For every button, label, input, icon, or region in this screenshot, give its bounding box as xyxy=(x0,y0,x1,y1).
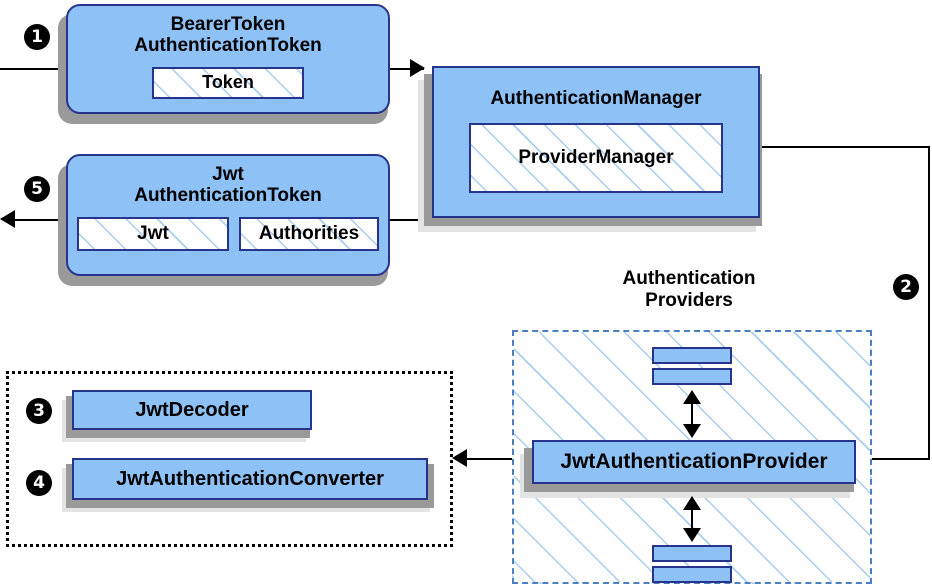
authentication-providers-title-line2: Providers xyxy=(645,289,733,311)
node-jwt-authentication-converter: JwtAuthenticationConverter xyxy=(72,458,428,500)
provider-bar-bottom-2 xyxy=(652,566,732,583)
bearer-token-title: BearerToken AuthenticationToken xyxy=(134,14,322,57)
bearer-token-title-line2: AuthenticationToken xyxy=(134,35,322,57)
authentication-manager-title: AuthenticationManager xyxy=(490,88,702,109)
badge-step-4: 4 xyxy=(26,470,52,496)
connector-right-rail xyxy=(928,146,930,458)
jwt-authentication-token-inner-jwt: Jwt xyxy=(77,216,229,251)
connector-provider-stack-bottom xyxy=(691,502,693,532)
connector-provider-stack-top xyxy=(691,396,693,428)
jwt-authentication-token-title-line1: Jwt xyxy=(212,164,244,185)
jwt-authentication-converter-title: JwtAuthenticationConverter xyxy=(116,467,384,490)
jwt-authentication-provider-title: JwtAuthenticationProvider xyxy=(560,450,828,474)
arrowhead-response-out xyxy=(0,210,15,228)
authentication-manager-inner-provider-manager: ProviderManager xyxy=(469,123,723,194)
badge-step-5: 5 xyxy=(24,176,50,202)
provider-bar-top-2 xyxy=(652,368,732,385)
bearer-token-title-line1: BearerToken xyxy=(170,14,286,35)
node-jwt-decoder: JwtDecoder xyxy=(72,390,312,430)
node-authentication-manager: AuthenticationManager ProviderManager xyxy=(432,66,760,218)
region-jwt-support-components xyxy=(6,371,453,547)
node-bearer-token-authentication-token: BearerToken AuthenticationToken Token xyxy=(66,4,390,114)
badge-step-3: 3 xyxy=(26,398,52,424)
provider-bar-top-1 xyxy=(652,347,732,364)
connector-response-out xyxy=(14,219,74,221)
jwt-authentication-token-inner-authorities: Authorities xyxy=(239,216,379,251)
authentication-providers-title-line1: Authentication xyxy=(622,268,756,289)
jwt-authentication-token-title: Jwt AuthenticationToken xyxy=(134,164,322,207)
connector-request-in xyxy=(0,68,72,70)
jwt-authentication-token-inner-row: Jwt Authorities xyxy=(77,216,379,251)
arrowhead-token-to-manager xyxy=(410,59,425,77)
node-jwt-authentication-provider: JwtAuthenticationProvider xyxy=(532,440,856,484)
authentication-providers-title: Authentication Providers xyxy=(586,268,792,311)
jwt-decoder-title: JwtDecoder xyxy=(135,398,249,421)
arrowhead-provider-to-helpers xyxy=(452,449,467,467)
badge-step-2: 2 xyxy=(893,274,919,300)
arrowhead-down-top xyxy=(683,424,701,438)
arrowhead-down-bottom xyxy=(683,528,701,542)
bearer-token-inner-token: Token xyxy=(152,66,304,99)
connector-provider-to-helpers xyxy=(466,458,526,460)
connector-manager-to-result xyxy=(388,219,424,221)
connector-token-to-manager xyxy=(388,68,424,70)
node-jwt-authentication-token: Jwt AuthenticationToken Jwt Authorities xyxy=(66,154,390,276)
connector-rail-to-provider xyxy=(870,458,930,460)
provider-bar-bottom-1 xyxy=(652,545,732,562)
connector-manager-to-rail xyxy=(758,146,930,148)
jwt-authentication-token-title-line2: AuthenticationToken xyxy=(134,185,322,207)
badge-step-1: 1 xyxy=(24,24,50,50)
